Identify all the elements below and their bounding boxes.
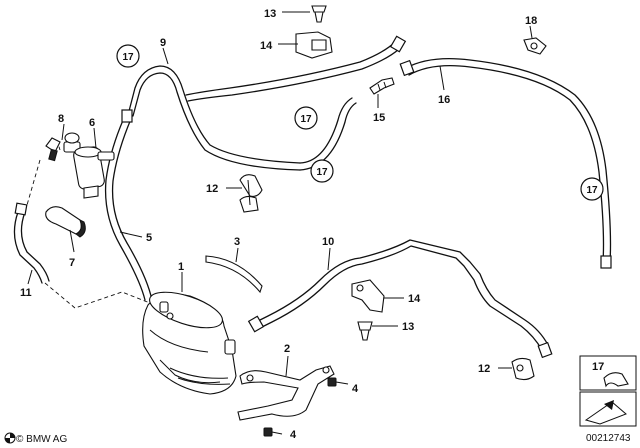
svg-text:17: 17 [586, 185, 598, 196]
callout-14-bottom: 14 [408, 293, 421, 305]
clip-18 [523, 37, 547, 55]
grommet-7 [45, 206, 86, 238]
callout-1: 1 [178, 261, 184, 273]
clip-13-top [311, 5, 327, 23]
callout-13-bottom: 13 [402, 321, 414, 333]
hose-5 [104, 109, 153, 301]
callout-5: 5 [146, 232, 152, 244]
callout-10: 10 [322, 236, 334, 248]
bmw-logo-icon [4, 432, 16, 444]
bolt-4-a [327, 377, 349, 387]
strip-3 [205, 255, 263, 294]
callout-16: 16 [438, 94, 450, 106]
valve-6 [63, 132, 115, 199]
callout-8: 8 [58, 113, 64, 125]
callout-12-middle: 12 [206, 183, 218, 195]
circled-ref-17-b: 17 [294, 106, 318, 130]
connector-8 [45, 137, 61, 162]
connector-15 [369, 77, 395, 95]
circled-ref-17-c: 17 [310, 159, 334, 183]
clamp-12-middle [239, 174, 263, 213]
callout-11: 11 [20, 287, 32, 299]
holder-14-bottom [351, 279, 385, 313]
callout-9: 9 [160, 37, 166, 49]
callout-3: 3 [234, 236, 240, 248]
callout-18: 18 [525, 15, 537, 27]
hose-9 [127, 35, 407, 171]
callout-2: 2 [284, 343, 290, 355]
legend-box-17: 17 [579, 355, 637, 427]
clip-13-bottom [357, 321, 373, 341]
circled-ref-17-a: 17 [116, 44, 140, 68]
hose-10 [247, 239, 553, 359]
bolt-4-b [263, 427, 283, 437]
callout-7: 7 [69, 257, 75, 269]
callout-4-upper: 4 [352, 383, 359, 395]
dashed-line-b [26, 159, 41, 206]
callout-4-lower: 4 [290, 429, 297, 441]
svg-text:17: 17 [300, 114, 312, 125]
holder-14-top [295, 31, 333, 59]
circled-ref-17-d: 17 [580, 177, 604, 201]
copyright-text: © BMW AG [16, 434, 67, 445]
bracket-2 [237, 365, 335, 421]
callout-14-top: 14 [260, 40, 273, 52]
callout-13-top: 13 [264, 8, 276, 20]
hose-16 [399, 58, 612, 269]
canister-1 [142, 291, 237, 395]
legend-box-label: 17 [592, 361, 604, 373]
dashed-line-a [44, 282, 156, 309]
callout-12-bottom: 12 [478, 363, 490, 375]
callout-6: 6 [89, 117, 95, 129]
leader-lines [27, 11, 533, 377]
image-number: 00212743 [586, 433, 631, 444]
callout-15: 15 [373, 112, 385, 124]
hose-11 [13, 202, 50, 284]
svg-text:17: 17 [122, 52, 134, 63]
svg-text:17: 17 [316, 167, 328, 178]
clamp-12-bottom [511, 357, 535, 381]
